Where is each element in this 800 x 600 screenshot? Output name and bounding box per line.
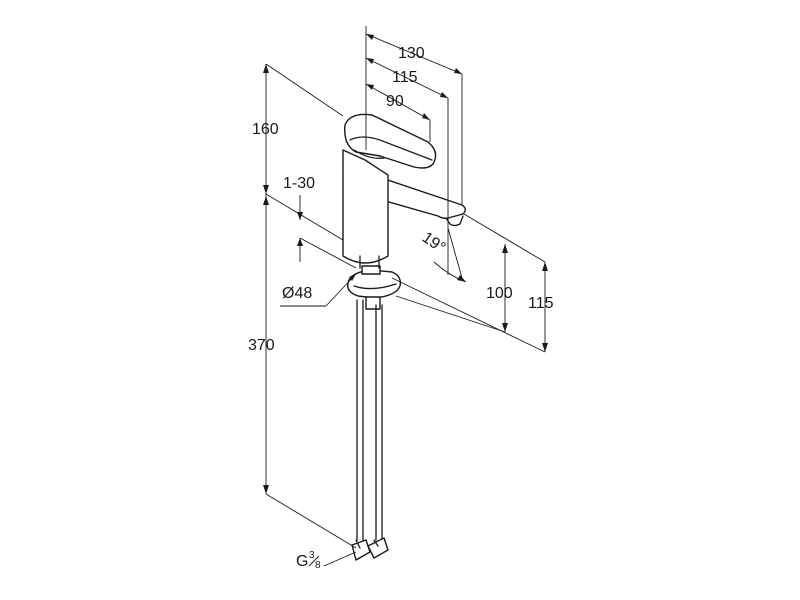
dim-angle-label: 19° [419,229,449,257]
thread-spec: G 3 8 [296,550,357,571]
dim-100-label: 100 [486,285,513,302]
dim-160-label: 160 [252,121,279,138]
dim-adjust-label: 1-30 [283,175,315,192]
thread-numerator: 3 [309,550,315,561]
thread-prefix: G [296,553,308,570]
supply-hoses [356,255,383,541]
dim-diameter-label: Ø48 [282,285,312,302]
top-dimensions: 130 115 90 [365,26,463,275]
dim-115-top-label: 115 [392,69,418,86]
dim-115-side-label: 115 [528,295,554,312]
faucet-body [342,113,466,264]
mounting-plate [347,265,402,310]
dim-90-label: 90 [386,93,404,110]
left-dimensions: 160 370 1-30 Ø48 [248,63,357,549]
hose-fittings [351,537,389,561]
right-dimensions: 19° 100 115 [391,213,554,353]
thread-denominator: 8 [315,560,321,571]
dim-130-label: 130 [398,45,425,62]
dim-370-label: 370 [248,337,275,354]
